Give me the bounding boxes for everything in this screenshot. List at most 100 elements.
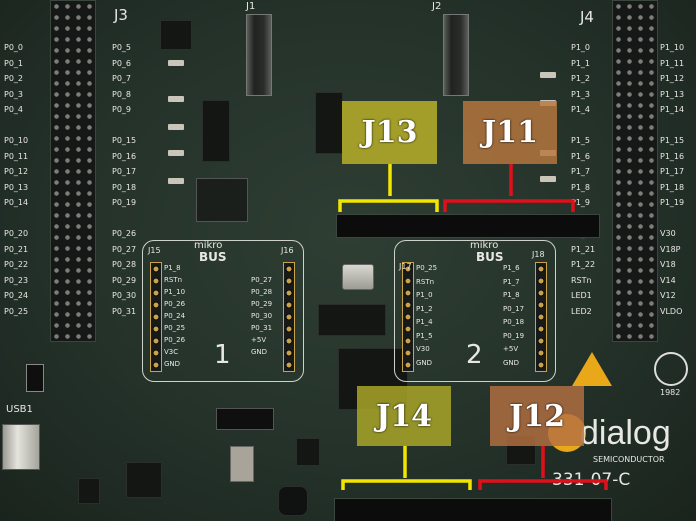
- ul-mark-icon: [654, 352, 688, 386]
- smd-resistor: [168, 178, 184, 184]
- smd-resistor: [540, 72, 556, 78]
- mikrobus-slot-1: [142, 240, 304, 382]
- pin-label: RSTn: [416, 277, 435, 286]
- header-j4: [612, 0, 658, 342]
- pin-label: P0_20: [4, 229, 29, 238]
- pin-label: P1_18: [660, 182, 685, 192]
- pin-label: P0_21: [4, 244, 29, 254]
- pin-label: P1_7: [571, 167, 591, 176]
- header-j3: [50, 0, 96, 342]
- smd-resistor: [540, 176, 556, 182]
- pin-label: P0_26: [164, 336, 186, 344]
- pin-label: V30: [416, 345, 430, 353]
- pin-label: P0_2: [4, 74, 24, 83]
- semiconductor-text: SEMICONDUCTOR: [593, 455, 665, 464]
- ic-chip: [126, 462, 162, 498]
- pin-label: P0_5: [112, 43, 132, 52]
- pin-label: P0_1: [4, 58, 24, 68]
- pin-label: P1_1: [571, 58, 591, 68]
- pin-label: P1_21: [571, 244, 596, 254]
- pin-label: P1_7: [503, 277, 520, 286]
- label-j17: J17: [399, 262, 412, 271]
- pin-label: P0_4: [4, 105, 24, 114]
- pin-label: P0_9: [112, 105, 132, 114]
- label-j18: J18: [532, 250, 545, 259]
- pin-label: P1_10: [660, 43, 685, 52]
- pin-label: P0_18: [503, 318, 525, 326]
- pin-label: P0_7: [112, 74, 132, 83]
- pin-label: P0_19: [112, 198, 137, 207]
- mikrobus-2-right-header: [535, 262, 547, 372]
- pin-label: P0_19: [503, 331, 525, 340]
- ic-chip: [202, 100, 230, 162]
- smd-resistor: [168, 124, 184, 130]
- pin-label: GND: [416, 358, 433, 367]
- pin-label: P1_8: [164, 264, 181, 272]
- mikrobus-slot-2: [394, 240, 556, 382]
- pin-label: P1_9: [571, 198, 591, 207]
- pin-label: P1_4: [571, 105, 591, 114]
- pin-label: P1_13: [660, 89, 685, 99]
- label-bus-right: BUS: [476, 250, 504, 264]
- pin-label: GND: [503, 358, 520, 367]
- pin-label: V18P: [660, 244, 681, 254]
- pin-label: P1_6: [503, 264, 520, 272]
- pin-label: P0_30: [112, 291, 137, 300]
- pin-label: GND: [164, 360, 181, 368]
- label-mikro-left: mikro: [194, 240, 223, 251]
- pin-label: P0_14: [4, 198, 29, 207]
- header-bottom-row: [334, 498, 612, 521]
- mikrobus-1-right-header: [283, 262, 295, 372]
- crystal: [342, 264, 374, 290]
- label-j3: J3: [114, 6, 128, 24]
- pin-label: P0_0: [4, 43, 24, 52]
- pin-label: P0_13: [4, 182, 29, 192]
- pin-label: LED2: [571, 306, 592, 316]
- dip-switch: [196, 178, 248, 222]
- ic-chip: [296, 438, 320, 466]
- pin-label: P1_12: [660, 74, 685, 83]
- pin-label: P1_5: [416, 331, 433, 340]
- pin-label: P0_29: [112, 275, 137, 285]
- potentiometer: [230, 446, 254, 482]
- mikrobus-1-left-header: [150, 262, 162, 372]
- pin-label: P0_12: [4, 167, 29, 176]
- pin-label: P0_18: [112, 182, 137, 192]
- mikrobus-2-left-header: [402, 262, 414, 372]
- pin-label: P0_27: [112, 244, 137, 254]
- bracket-j14: [341, 446, 472, 490]
- pin-label: P0_6: [112, 58, 132, 68]
- j13-label-box: J13: [342, 101, 437, 164]
- connector-j1: [246, 14, 272, 96]
- bracket-j11: [443, 164, 575, 212]
- j12-label-box: J12: [490, 386, 584, 446]
- pin-label: P1_0: [416, 291, 433, 299]
- pin-label: P0_24: [4, 291, 29, 300]
- ic-chip: [160, 20, 192, 50]
- j14-label-box: J14: [357, 386, 451, 446]
- connector-j2: [443, 14, 469, 96]
- usb-connector: [2, 424, 40, 470]
- pin-label: P1_17: [660, 167, 685, 176]
- pin-label: P1_14: [660, 105, 685, 114]
- pin-label: P1_2: [416, 304, 433, 313]
- pin-label: RSTn: [164, 276, 183, 284]
- slot-number-2: 2: [466, 340, 483, 370]
- pin-label: P0_28: [251, 288, 273, 296]
- year-text: 1982: [660, 388, 681, 397]
- pin-label: P0_23: [4, 275, 29, 285]
- pin-label: P0_28: [112, 260, 137, 269]
- pin-label: P1_8: [503, 291, 520, 299]
- pin-label: V14: [660, 275, 676, 285]
- bracket-j12: [478, 446, 608, 490]
- pin-label: P1_5: [571, 136, 591, 145]
- pin-label: P1_16: [660, 151, 685, 161]
- pin-label: P0_17: [503, 304, 525, 313]
- slot-number-1: 1: [214, 340, 231, 370]
- pin-label: P0_11: [4, 151, 29, 161]
- esd-warning-icon: [572, 352, 612, 386]
- pin-label: P1_6: [571, 151, 591, 161]
